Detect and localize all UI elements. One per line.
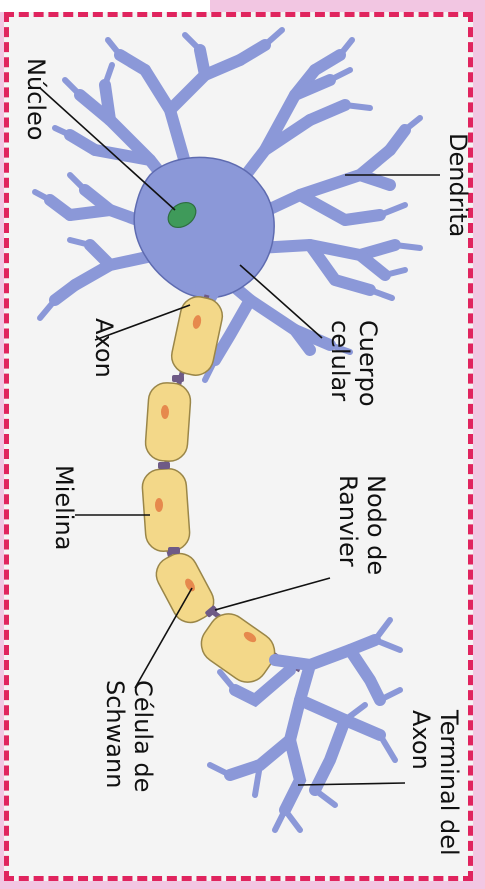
myelin-sheaths (141, 293, 282, 689)
label-nucleo: Núcleo (22, 58, 50, 140)
label-terminal-line2: Axon (407, 710, 435, 770)
label-cuerpo-line2: celular (326, 320, 354, 401)
cell-body (134, 157, 274, 302)
label-schwann-line2: Schwann (101, 680, 129, 788)
label-nodo-line1: Nodo de (362, 475, 390, 575)
label-axon: Axon (90, 318, 118, 378)
label-cuerpo-line1: Cuerpo (354, 320, 382, 407)
label-dendrita: Dendrita (444, 133, 472, 237)
label-schwann-line1: Célula de (129, 680, 157, 792)
label-mielina: Mielina (50, 465, 78, 550)
label-nodo-line2: Ranvier (334, 475, 362, 567)
label-terminal-line1: Terminal del (435, 709, 463, 856)
